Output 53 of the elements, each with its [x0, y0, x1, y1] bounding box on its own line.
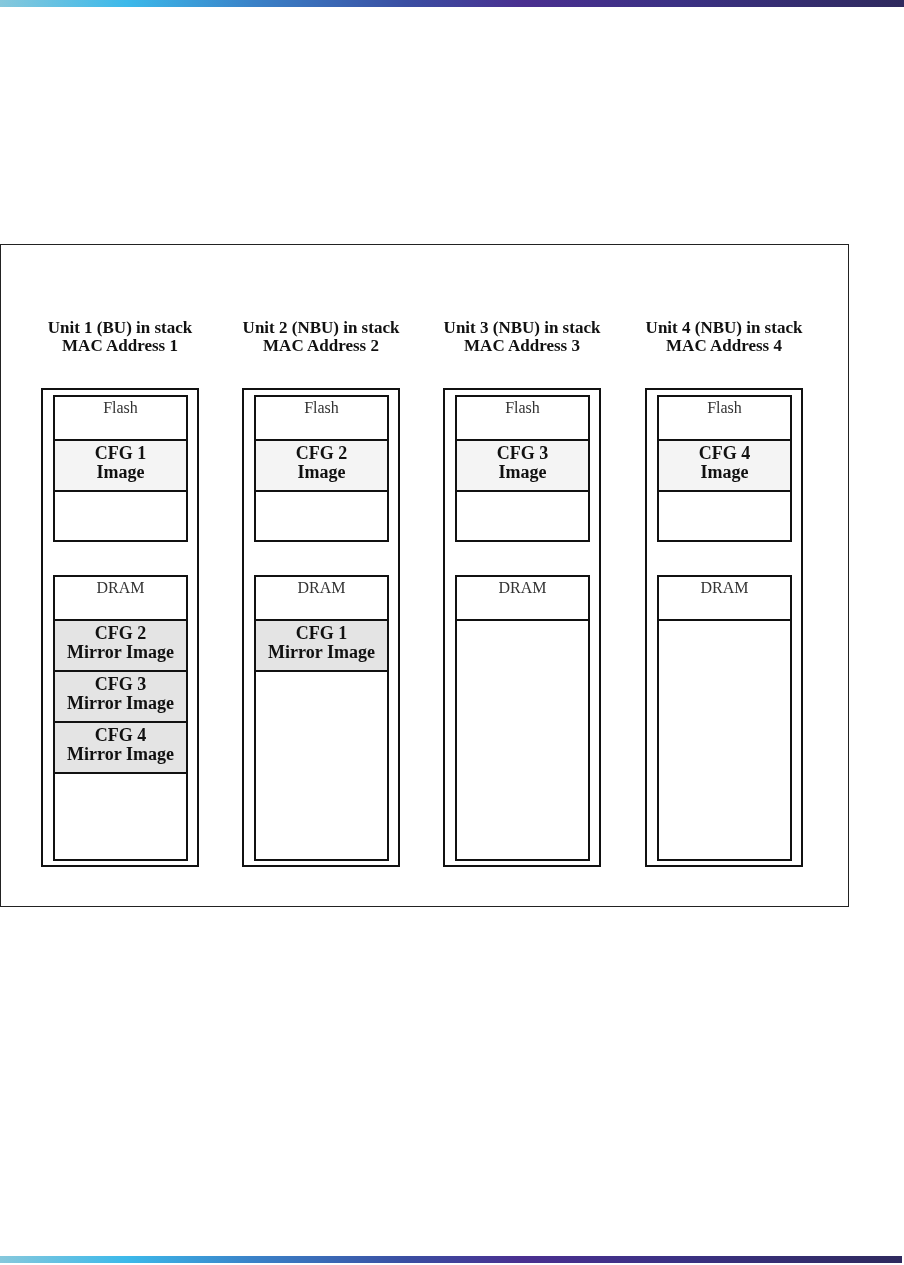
- unit-subheading: MAC Address 3: [464, 337, 580, 355]
- empty-memory-box: [53, 772, 188, 861]
- unit-heading: Unit 1 (BU) in stack: [47, 319, 193, 337]
- mirror-image-box: [53, 619, 188, 672]
- image-type-label: Image: [498, 463, 547, 482]
- section-header-box: [53, 395, 188, 441]
- unit-subheading: MAC Address 2: [263, 337, 379, 355]
- section-header-box: [53, 575, 188, 621]
- unit-heading: Unit 4 (NBU) in stack: [645, 319, 803, 337]
- section-label: DRAM: [498, 578, 547, 597]
- image-type-label: Image: [700, 463, 749, 482]
- mirror-image-box: [254, 619, 389, 672]
- section-header-box: [254, 575, 389, 621]
- empty-memory-box: [53, 490, 188, 542]
- unit-heading: Unit 3 (NBU) in stack: [443, 319, 601, 337]
- section-label: DRAM: [96, 578, 145, 597]
- image-box: [53, 439, 188, 492]
- empty-memory-box: [455, 490, 590, 542]
- image-type-label: Image: [96, 463, 145, 482]
- unit-subheading: MAC Address 4: [666, 337, 782, 355]
- config-label: CFG 2: [295, 444, 348, 463]
- empty-memory-box: [254, 490, 389, 542]
- unit-heading: Unit 2 (NBU) in stack: [242, 319, 400, 337]
- section-label: Flash: [505, 398, 540, 417]
- config-label: CFG 3: [496, 444, 549, 463]
- image-type-label: Mirror Image: [67, 745, 174, 764]
- section-header-box: [455, 395, 590, 441]
- empty-memory-box: [657, 490, 792, 542]
- image-box: [657, 439, 792, 492]
- image-type-label: Mirror Image: [67, 694, 174, 713]
- config-label: CFG 3: [94, 675, 147, 694]
- section-header-box: [455, 575, 590, 621]
- image-type-label: Mirror Image: [268, 643, 375, 662]
- image-type-label: Mirror Image: [67, 643, 174, 662]
- section-label: Flash: [707, 398, 742, 417]
- image-box: [254, 439, 389, 492]
- section-label: DRAM: [297, 578, 346, 597]
- section-header-box: [657, 395, 792, 441]
- section-label: Flash: [304, 398, 339, 417]
- config-label: CFG 1: [94, 444, 147, 463]
- image-type-label: Image: [297, 463, 346, 482]
- config-label: CFG 1: [295, 624, 348, 643]
- mirror-image-box: [53, 670, 188, 723]
- image-box: [455, 439, 590, 492]
- config-label: CFG 4: [94, 726, 147, 745]
- mirror-image-box: [53, 721, 188, 774]
- config-label: CFG 2: [94, 624, 147, 643]
- config-label: CFG 4: [698, 444, 751, 463]
- section-header-box: [657, 575, 792, 621]
- section-label: Flash: [103, 398, 138, 417]
- section-label: DRAM: [700, 578, 749, 597]
- section-header-box: [254, 395, 389, 441]
- unit-subheading: MAC Address 1: [62, 337, 178, 355]
